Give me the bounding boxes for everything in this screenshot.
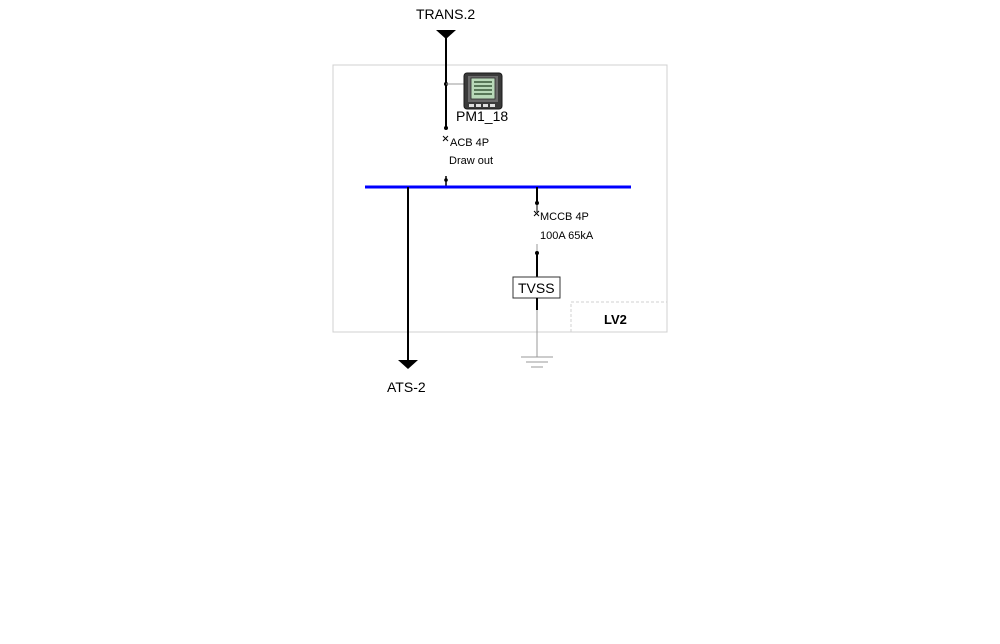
mccb-breaker-symbol xyxy=(533,201,540,217)
meter-label: PM1_18 xyxy=(456,108,508,124)
power-meter-icon xyxy=(463,72,503,110)
acb-breaker-symbol xyxy=(442,126,449,187)
mccb-breaker-label-line1: MCCB 4P xyxy=(540,211,589,223)
outgoing-arrow-icon xyxy=(398,360,418,369)
panel-label: LV2 xyxy=(604,312,627,327)
outgoing-label: ATS-2 xyxy=(387,379,426,395)
tvss-label: TVSS xyxy=(518,280,555,296)
panel-enclosure xyxy=(332,64,668,333)
panel-title-block xyxy=(570,301,667,332)
acb-breaker-label-line1: ACB 4P xyxy=(450,137,489,149)
acb-breaker-label-line2: Draw out xyxy=(449,155,493,167)
mccb-breaker-label-line2: 100A 65kA xyxy=(540,230,594,242)
source-label: TRANS.2 xyxy=(416,6,475,22)
ground-icon xyxy=(521,356,553,368)
